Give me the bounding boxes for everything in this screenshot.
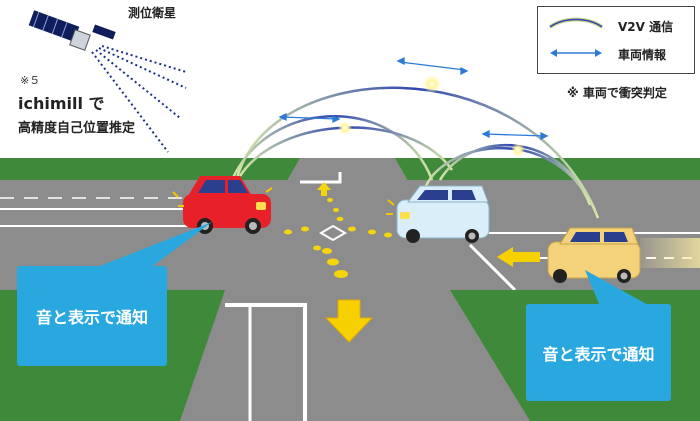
self-position-label: 高精度自己位置推定: [18, 121, 136, 136]
info-arrows: [278, 56, 549, 141]
satellite-signal: [91, 45, 187, 153]
signal-glow: [511, 143, 525, 157]
v2v-wave-icon: [548, 17, 604, 29]
up-arrow: [317, 182, 331, 196]
road-horizontal: [0, 180, 700, 290]
satellite-icon: [28, 10, 116, 51]
signal-glow: [423, 75, 441, 93]
white-car: [386, 185, 490, 243]
callout-tail-right: [585, 270, 650, 306]
down-arrow: [324, 299, 374, 343]
yellow-car: [547, 227, 700, 283]
legend: V2V 通信 車両情報: [537, 6, 695, 74]
ichimill-label: ichimill で: [18, 94, 105, 113]
double-arrow-icon: [550, 49, 602, 57]
collision-judgement-note: ※ 車両で衝突判定: [567, 86, 667, 100]
path-dots: [284, 198, 392, 278]
footnote-mark: ※５: [20, 74, 41, 87]
notification-callout-right: 音と表示で通知: [526, 304, 671, 401]
legend-item-v2v: V2V 通信: [538, 15, 694, 39]
legend-item-vehicle-info: 車両情報: [538, 43, 694, 67]
red-car: [172, 176, 273, 234]
left-arrow: [497, 247, 540, 267]
legend-label-v2v: V2V 通信: [618, 20, 674, 34]
notification-callout-left: 音と表示で通知: [17, 266, 167, 366]
callout-tail-left: [95, 222, 212, 268]
crossing-marker: [319, 224, 347, 242]
satellite-label: 測位衛星: [128, 6, 177, 20]
signal-glow: [338, 121, 352, 135]
legend-label-vehicle-info: 車両情報: [618, 48, 667, 62]
